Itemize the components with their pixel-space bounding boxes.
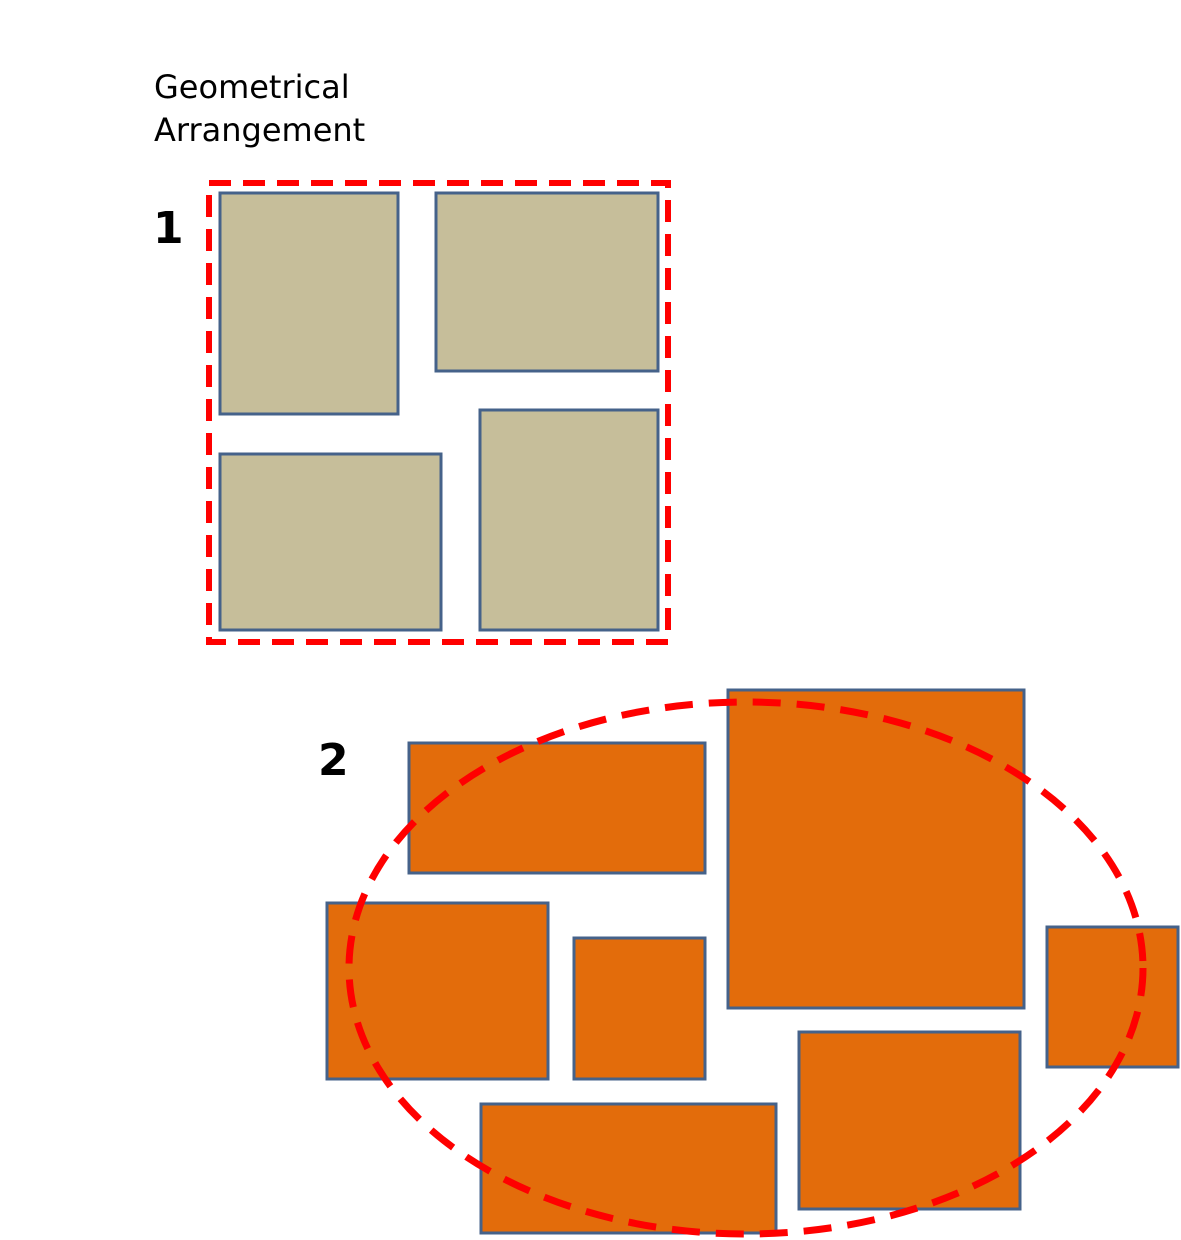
group-2-rect-top-wide (407, 741, 707, 875)
group-2-label: 2 (318, 735, 349, 786)
group-2-rect-far-right (1045, 925, 1180, 1069)
group-2 (325, 688, 1180, 1238)
title-line-2: Arrangement (154, 111, 366, 149)
group-2-boundary (345, 698, 1147, 1238)
group-2-rect-left (325, 901, 550, 1081)
group-1-boundary (206, 180, 671, 645)
group-1-label: 1 (153, 203, 184, 254)
group-1-rect-top-right (434, 191, 660, 373)
group-1 (206, 180, 671, 645)
group-2-rect-small-center (572, 936, 707, 1081)
group-1-rect-bottom-right (478, 408, 660, 632)
title-line-1: Geometrical (154, 68, 350, 106)
group-1-rect-top-left (218, 191, 400, 416)
diagram-title: Geometrical Arrangement (154, 66, 554, 152)
group-1-rect-bottom-left (218, 452, 443, 632)
group-2-rect-bottom-wide (479, 1102, 778, 1235)
group-2-rect-large (726, 688, 1026, 1010)
